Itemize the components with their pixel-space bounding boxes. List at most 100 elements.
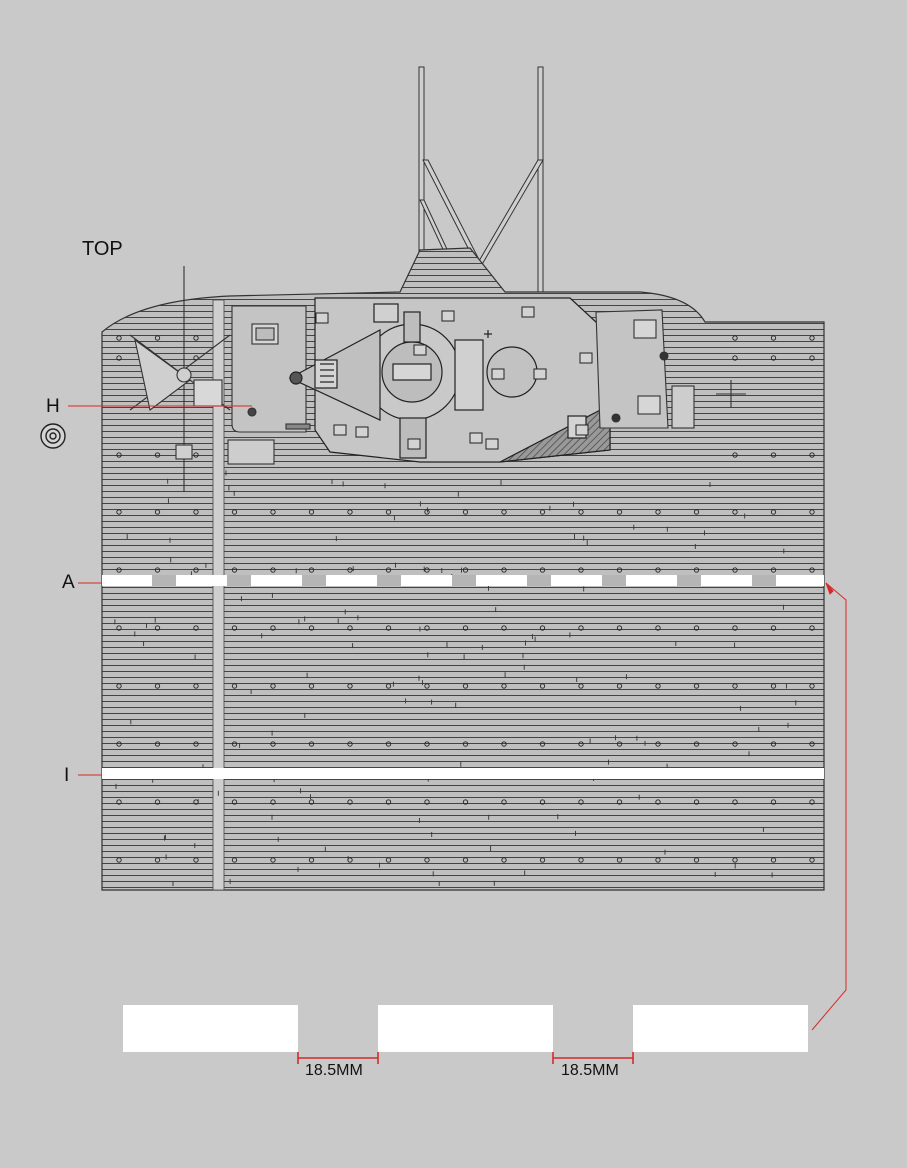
bolt: [308, 567, 315, 573]
deck-fitting: [413, 344, 427, 356]
bolt: [809, 799, 815, 805]
bolt: [616, 857, 623, 863]
bolt: [655, 509, 661, 515]
bolt: [809, 625, 815, 631]
bolt: [809, 355, 815, 361]
bolt: [154, 509, 161, 515]
strip-block: [377, 575, 401, 586]
strip-block: [152, 575, 176, 586]
deck-fitting: [469, 432, 483, 444]
bolt: [501, 683, 507, 689]
bolt: [347, 509, 353, 515]
bolt: [578, 741, 584, 747]
bolt: [347, 625, 353, 631]
bolt: [424, 799, 430, 805]
bolt: [424, 509, 430, 515]
strip-block: [677, 575, 701, 586]
bolt: [578, 683, 584, 689]
bolt: [732, 741, 738, 747]
right-deckhouse: [595, 309, 746, 429]
bolt: [732, 683, 738, 689]
cutout-strips: [123, 1005, 808, 1052]
bolt: [809, 567, 815, 573]
deck-fitting: [533, 368, 547, 380]
bolt: [693, 625, 700, 631]
bolt: [539, 683, 546, 689]
bolt: [616, 625, 623, 631]
marker-i-strip: [102, 768, 824, 779]
bolt: [154, 567, 161, 573]
bolt: [732, 355, 738, 361]
bolt: [501, 567, 507, 573]
bolt: [116, 335, 122, 341]
bolt: [809, 452, 815, 458]
left-crane: [129, 266, 231, 492]
central-superstructure: [288, 297, 612, 463]
bolt: [193, 625, 199, 631]
bolt: [655, 857, 661, 863]
deck-fitting: [521, 306, 535, 318]
bolt: [693, 509, 700, 515]
bolt: [231, 741, 238, 747]
bolt: [347, 567, 353, 573]
bolt: [770, 625, 777, 631]
bolt: [154, 857, 161, 863]
strip-block: [527, 575, 551, 586]
bolt: [501, 799, 507, 805]
bolt: [578, 509, 584, 515]
marker-i-label: I: [64, 765, 70, 786]
bolt: [270, 683, 276, 689]
bolt: [116, 683, 122, 689]
bolt: [308, 799, 315, 805]
bolt: [501, 509, 507, 515]
bolt: [693, 567, 700, 573]
strip-block: [227, 575, 251, 586]
bolt: [424, 857, 430, 863]
bolt: [539, 567, 546, 573]
bolt: [809, 857, 815, 863]
bolt: [616, 509, 623, 515]
life-ring-icon: [40, 423, 66, 449]
bolt: [655, 625, 661, 631]
bolt: [462, 625, 469, 631]
deck-bolts: [116, 335, 815, 863]
bolt: [116, 799, 122, 805]
bolt: [154, 799, 161, 805]
bolt: [501, 741, 507, 747]
bolt: [116, 355, 122, 361]
bolt: [385, 683, 392, 689]
bolt: [385, 857, 392, 863]
bolt: [462, 567, 469, 573]
bolt: [578, 625, 584, 631]
bolt: [616, 741, 623, 747]
bolt: [270, 625, 276, 631]
bolt: [770, 355, 777, 361]
bolt: [462, 509, 469, 515]
left-deckhouse: [227, 305, 311, 465]
bolt: [193, 335, 199, 341]
bolt: [231, 683, 238, 689]
bolt: [308, 509, 315, 515]
bolt: [732, 625, 738, 631]
bolt: [539, 625, 546, 631]
deck-fitting: [575, 424, 589, 436]
bolt: [385, 509, 392, 515]
view-title: TOP: [82, 238, 123, 260]
bolt: [770, 741, 777, 747]
bolt: [116, 741, 122, 747]
bolt: [308, 683, 315, 689]
marker-a-label: A: [62, 572, 75, 593]
deck-fitting: [441, 310, 455, 322]
deck-fitting: [579, 352, 593, 364]
bolt: [462, 741, 469, 747]
bolt: [231, 509, 238, 515]
bolt: [231, 799, 238, 805]
bolt: [616, 799, 623, 805]
bolt: [539, 857, 546, 863]
bolt: [732, 857, 738, 863]
deck-fittings: [315, 306, 593, 450]
bolt: [770, 857, 777, 863]
bolt: [732, 335, 738, 341]
bolt: [539, 509, 546, 515]
